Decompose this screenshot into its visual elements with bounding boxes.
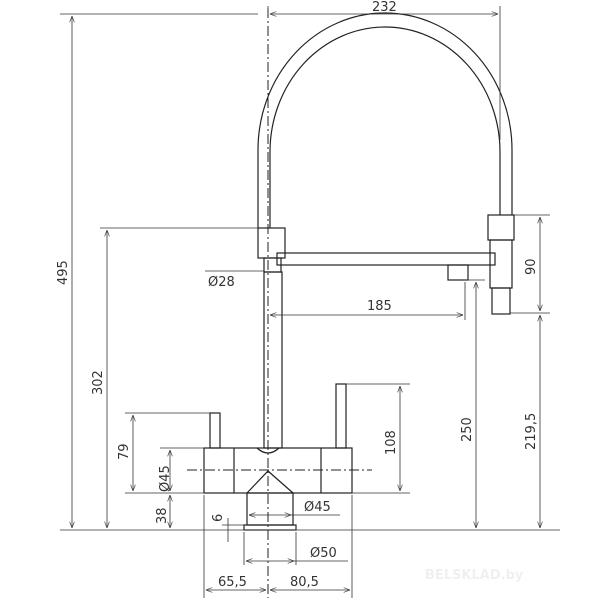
dim-185: 185: [367, 299, 392, 314]
dim-79: 79: [117, 443, 132, 460]
dim-250: 250: [460, 417, 475, 442]
dimension-lines: [72, 14, 540, 590]
dim-90: 90: [524, 258, 539, 275]
dim-38: 38: [155, 507, 170, 524]
dim-219-5: 219,5: [524, 413, 539, 450]
faucet-outline: [187, 8, 515, 598]
dimension-labels: 232 495 302 90 Ø28 185 250 219,5 79 108 …: [56, 0, 539, 590]
dim-108: 108: [384, 430, 399, 455]
dim-232: 232: [372, 0, 397, 15]
extension-lines: [60, 6, 560, 598]
dim-302: 302: [91, 370, 106, 395]
dim-80-5: 80,5: [290, 575, 319, 590]
dim-diameter-28: Ø28: [208, 275, 235, 290]
dim-diameter-45-body: Ø45: [158, 465, 173, 492]
dim-65-5: 65,5: [218, 575, 247, 590]
dim-6: 6: [211, 514, 226, 522]
dim-495: 495: [56, 260, 71, 285]
dim-diameter-50: Ø50: [310, 546, 337, 561]
watermark: BELSKLAD.by: [425, 568, 524, 583]
dim-diameter-45-neck: Ø45: [304, 500, 331, 515]
